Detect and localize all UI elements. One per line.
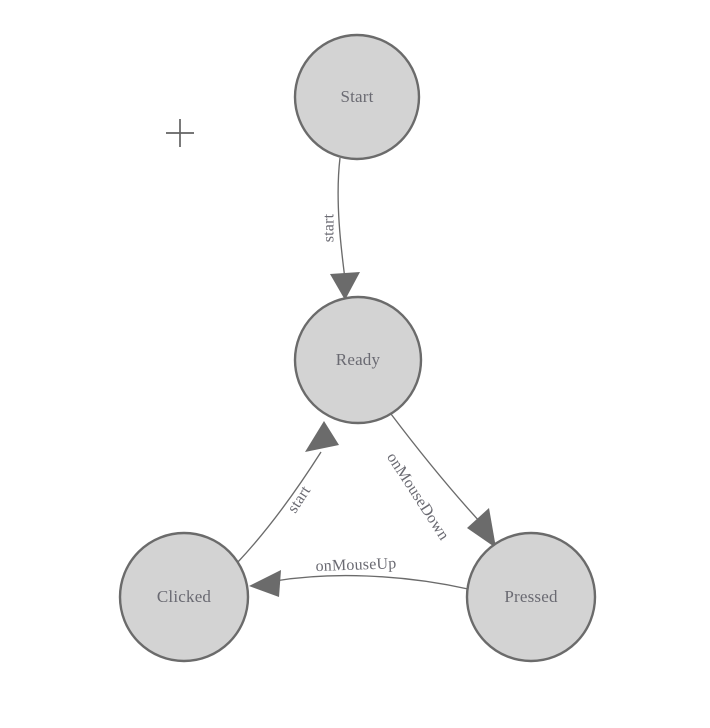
edge-ready-to-pressed[interactable]: onMouseDown (383, 413, 496, 548)
edge-start-to-ready-arrowhead (330, 272, 360, 300)
node-ready-circle[interactable] (293, 295, 423, 425)
edge-pressed-to-clicked[interactable]: onMouseUp (249, 555, 469, 597)
edge-pressed-to-clicked-path (274, 574, 469, 590)
edge-clicked-to-ready[interactable]: start (236, 421, 339, 564)
node-pressed-circle[interactable] (465, 531, 597, 663)
node-ready-label: Ready (336, 350, 381, 369)
edge-ready-to-pressed-arrowhead (467, 508, 496, 548)
edge-pressed-to-clicked-arrowhead (249, 570, 281, 597)
node-pressed[interactable]: Pressed (465, 531, 597, 663)
node-pressed-label: Pressed (504, 587, 558, 606)
edge-ready-to-pressed-label: onMouseDown (383, 450, 452, 544)
crosshair-marker[interactable] (166, 119, 194, 147)
node-start-circle[interactable] (293, 33, 421, 161)
node-start[interactable]: Start (293, 33, 421, 161)
node-clicked-label: Clicked (157, 587, 212, 606)
edge-clicked-to-ready-arrowhead (305, 421, 339, 452)
edge-start-to-ready-path (337, 157, 346, 280)
edge-clicked-to-ready-label: start (284, 483, 314, 516)
node-ready[interactable]: Ready (293, 295, 423, 425)
edge-pressed-to-clicked-label: onMouseUp (315, 555, 396, 575)
edge-clicked-to-ready-path (236, 451, 322, 564)
edge-start-to-ready-label: start (321, 213, 338, 242)
edge-start-to-ready[interactable]: start (321, 157, 360, 300)
node-clicked[interactable]: Clicked (118, 531, 250, 663)
node-start-label: Start (340, 87, 373, 106)
node-clicked-circle[interactable] (118, 531, 250, 663)
